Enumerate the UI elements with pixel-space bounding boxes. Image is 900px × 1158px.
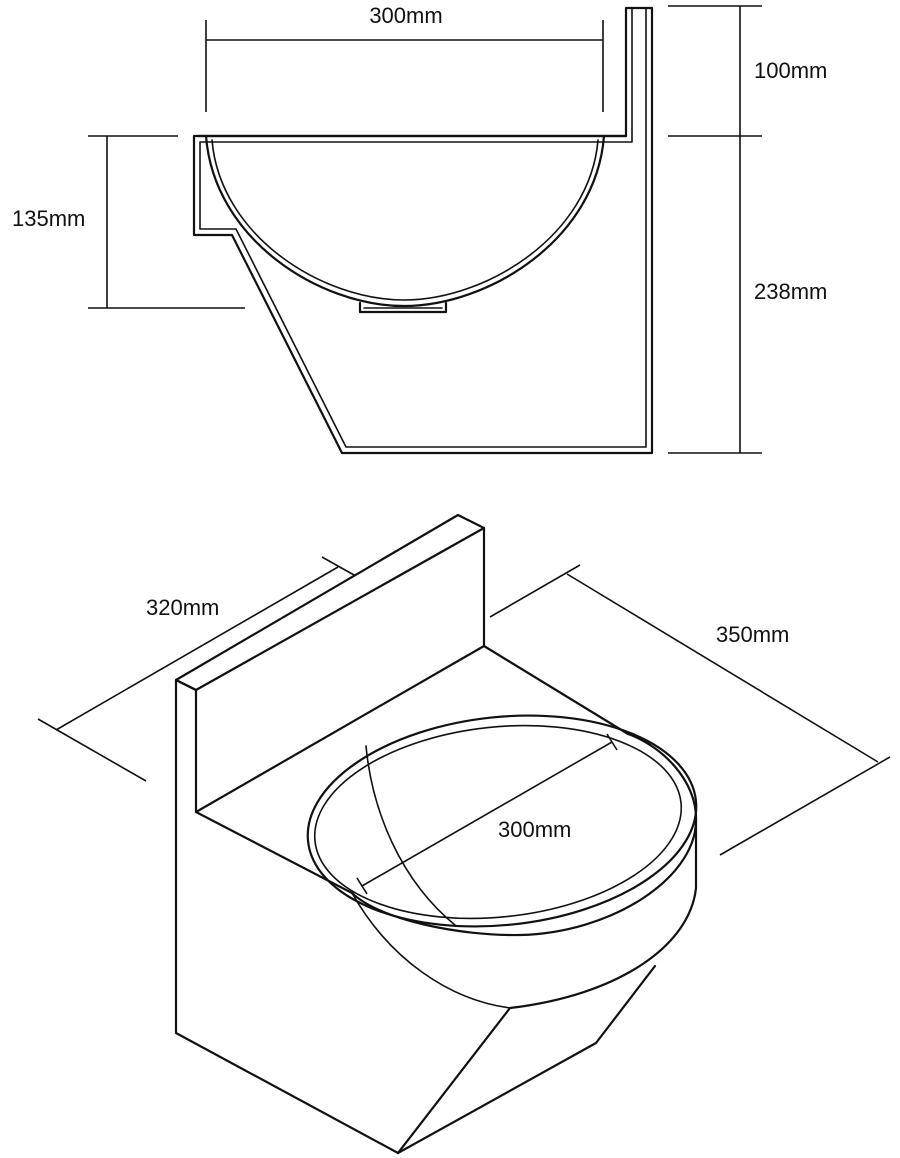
iso-left-face — [174, 678, 400, 1155]
iso-bowl-rim-outer — [306, 714, 698, 928]
iso-upstand-front-face — [174, 513, 486, 814]
iso-bowl-diameter-line — [361, 741, 613, 887]
isometric-view: 300mm 320mm 350mm — [37, 513, 891, 1155]
side-bowl-inner — [211, 139, 599, 301]
iso-width-extension-front — [719, 756, 891, 856]
iso-skirt-lower-edge — [351, 892, 511, 1009]
side-section-view: 300mm 100mm 238mm 135mm — [12, 3, 827, 455]
side-body-inner-wall — [199, 7, 647, 448]
iso-front-curve — [350, 732, 698, 937]
iso-bowl-diameter-tick-left — [356, 877, 368, 895]
side-body-height-label: 238mm — [754, 279, 827, 304]
iso-bowl-inner-contour — [365, 745, 456, 926]
iso-bowl-rim-inner — [313, 724, 683, 920]
iso-underside-right — [396, 964, 657, 1155]
iso-upstand-top-inner — [194, 526, 486, 692]
side-bowl-outer — [204, 134, 606, 308]
iso-width-extension-back — [489, 564, 581, 618]
iso-deck-right-edge — [482, 644, 630, 736]
iso-depth-extension-back — [321, 556, 355, 576]
iso-front-skirt — [508, 820, 698, 1010]
iso-depth-label: 320mm — [146, 595, 219, 620]
iso-underside-front — [396, 1006, 512, 1155]
side-bowl-depth-label: 135mm — [12, 206, 85, 231]
iso-depth-extension-front — [37, 718, 147, 782]
side-upstand-label: 100mm — [754, 58, 827, 83]
iso-bowl-diameter-tick-right — [606, 733, 618, 751]
side-body-outline — [192, 6, 654, 455]
iso-depth-line — [55, 566, 339, 731]
iso-width-label: 350mm — [716, 622, 789, 647]
iso-width-line — [566, 573, 879, 763]
iso-bowl-diameter-label: 300mm — [498, 817, 571, 842]
side-width-label: 300mm — [369, 3, 442, 28]
side-waste-outlet — [358, 301, 448, 314]
iso-upstand-top-edge — [174, 678, 198, 692]
